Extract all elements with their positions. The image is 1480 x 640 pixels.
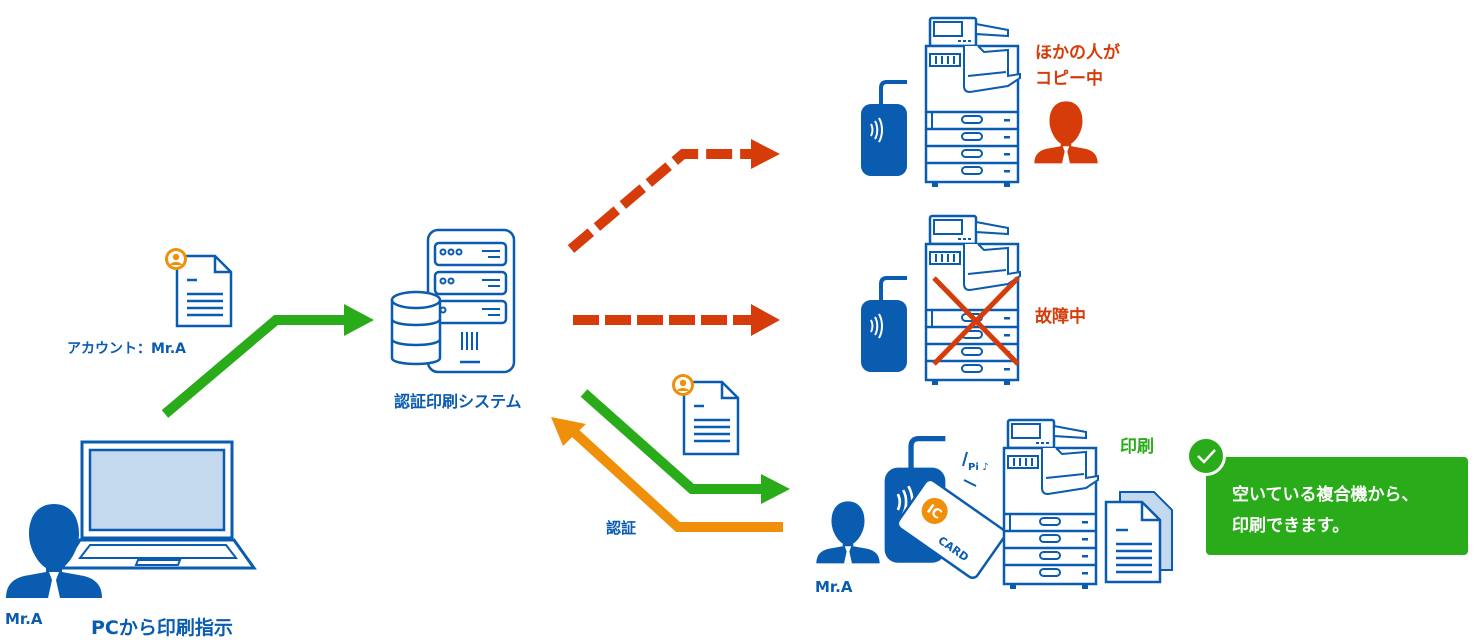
multifunction-printer-icon [922, 16, 1022, 188]
arrow-server-to-busy [567, 149, 752, 253]
arrow-server-to-broken-head [751, 304, 780, 336]
success-callout: 空いている複合機から、 印刷できます。 [1206, 457, 1468, 555]
check-badge [1186, 436, 1226, 476]
arrow-server-to-available-head [761, 474, 790, 504]
available-user-name: Mr.A [815, 578, 853, 596]
laptop-icon [59, 440, 257, 570]
arrow-server-to-busy-head [751, 139, 780, 169]
busy-status-line2: コピー中 [1035, 69, 1103, 89]
beep-lines-icon [962, 451, 977, 487]
arrow-auth-to-server-head [551, 417, 586, 446]
card-reader-icon [859, 276, 909, 376]
arrow-auth-to-server [570, 428, 783, 532]
print-job-document-icon [165, 248, 233, 328]
busy-status-line1: ほかの人が [1035, 43, 1120, 63]
callout-line1: 空いている複合機から、 [1232, 485, 1419, 505]
beep-sound-label: Pi ♪ [968, 462, 989, 473]
svg-text:IC: IC [924, 502, 944, 523]
server-icon [390, 228, 516, 374]
arrow-pc-to-server [161, 315, 345, 418]
ic-card-icon: IC CARD [896, 478, 1007, 579]
other-user-icon [1034, 101, 1098, 164]
auth-document-icon [672, 374, 740, 456]
server-label: 認証印刷システム [394, 392, 522, 411]
auth-label: 認証 [606, 519, 637, 537]
arrow-server-to-available [580, 389, 762, 494]
callout-line2: 印刷できます。 [1232, 516, 1350, 536]
print-status-label: 印刷 [1120, 437, 1154, 457]
user-name-label: Mr.A [5, 610, 43, 628]
multifunction-printer-icon [1000, 418, 1100, 590]
check-icon [1197, 449, 1216, 464]
card-reader-icon [859, 80, 909, 180]
account-label: アカウント：Mr.A [67, 341, 186, 357]
user-avatar-icon [816, 501, 880, 564]
print-instruction-label: PCから印刷指示 [91, 617, 233, 639]
broken-status: 故障中 [1035, 307, 1086, 327]
printed-documents-icon [1104, 491, 1173, 584]
broken-x-icon [932, 276, 1020, 366]
user-avatar-icon [6, 504, 102, 598]
arrow-pc-to-server-head [344, 304, 374, 336]
